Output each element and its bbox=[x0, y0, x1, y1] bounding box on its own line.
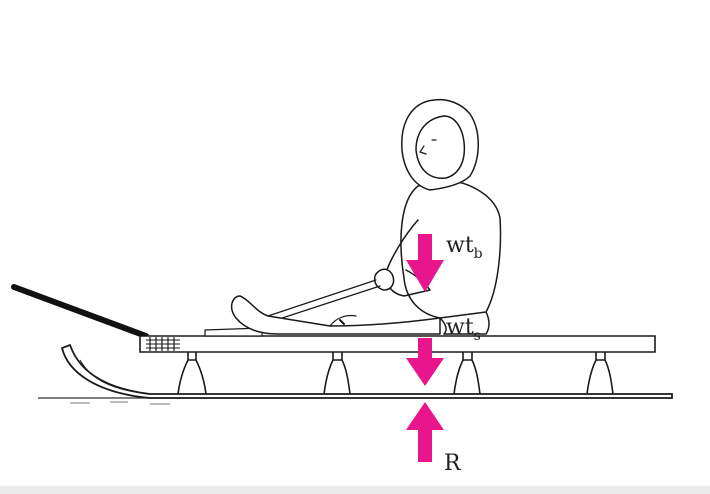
tow-rope bbox=[11, 284, 149, 339]
label-reaction: R bbox=[444, 451, 462, 476]
sled-stanchion bbox=[177, 352, 207, 395]
weight-body-arrow bbox=[406, 234, 444, 292]
sled-deck bbox=[139, 335, 656, 353]
weight-sled-arrow bbox=[406, 338, 444, 386]
force-arrows bbox=[406, 234, 444, 462]
label-wt-b: wtb bbox=[446, 233, 483, 262]
child-figure bbox=[204, 98, 502, 337]
reaction-arrow bbox=[406, 402, 444, 462]
sled-stanchion bbox=[453, 352, 481, 395]
label-wt-s: wts bbox=[446, 315, 481, 344]
sled-stanchion bbox=[323, 352, 351, 395]
sled bbox=[60, 335, 673, 399]
bottom-bar bbox=[0, 486, 710, 494]
sled-runner bbox=[60, 343, 673, 399]
sled-stanchion bbox=[586, 352, 614, 395]
